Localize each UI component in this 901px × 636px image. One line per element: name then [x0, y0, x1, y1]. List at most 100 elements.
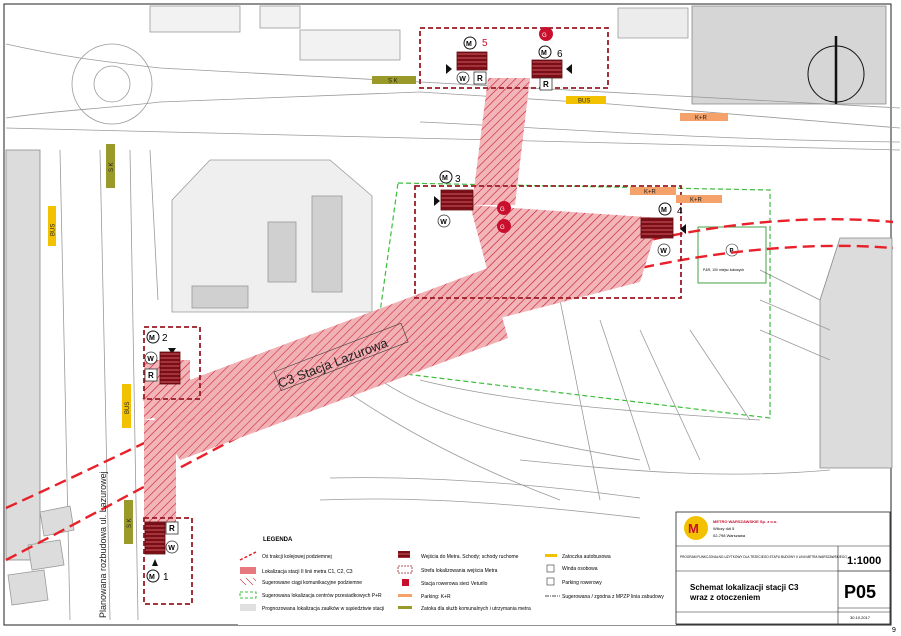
svg-text:Zatoka dla służb komunalnych i: Zatoka dla służb komunalnych i utrzymani… [421, 606, 531, 612]
drawing-code: P05 [844, 582, 876, 602]
street-label: Planowana rozbudowa ul. Lazurowej [98, 471, 108, 618]
svg-text:R: R [477, 74, 483, 83]
svg-text:M: M [442, 175, 448, 182]
svg-text:K+R: K+R [690, 198, 703, 204]
svg-text:METRO WARSZAWSKIE Sp. z o.o.: METRO WARSZAWSKIE Sp. z o.o. [713, 519, 777, 524]
entrance-zone-mid [414, 185, 682, 299]
svg-text:M: M [466, 41, 472, 48]
svg-text:M: M [688, 521, 699, 536]
tag-sk-left: S K [106, 144, 115, 188]
building [267, 221, 297, 283]
building [691, 5, 887, 105]
svg-text:K+R: K+R [695, 116, 708, 122]
pr-note: P&R, 100 miejsc kołowych [703, 268, 744, 272]
svg-text:BUS: BUS [125, 402, 131, 414]
svg-text:Sugerowane ciągi komunikacyjne: Sugerowane ciągi komunikacyjne podziemne [262, 580, 362, 586]
legend-passage-swatch [240, 578, 256, 585]
drawing-title-2: wraz z otoczeniem [689, 593, 760, 602]
svg-text:Sugerowana lokalizacja centrów: Sugerowana lokalizacja centrów przesiadk… [262, 593, 382, 599]
legend-kr-swatch [398, 594, 412, 597]
svg-text:Prognozowana lokalizacja zaułk: Prognozowana lokalizacja zaułków w sąsie… [262, 606, 384, 612]
entrance-zone-top [419, 27, 609, 89]
svg-text:02-798 Warszawa: 02-798 Warszawa [713, 533, 746, 538]
legend-bike-icon [546, 577, 555, 586]
entrance-3[interactable]: M 3 W [434, 170, 474, 228]
entrance-2[interactable]: M 2 W R [144, 330, 181, 385]
tag-bus-left: BUS [48, 206, 57, 246]
tag-kr-mid2: K+R [676, 195, 722, 204]
svg-text:S K: S K [109, 162, 115, 172]
veturilo-station: G G G [497, 27, 553, 233]
metro-logo-icon: M [684, 516, 708, 540]
legend-building-swatch [240, 604, 256, 611]
svg-text:K+R: K+R [644, 190, 657, 196]
svg-text:Oś trakcji kolejowej podziemne: Oś trakcji kolejowej podziemnej [262, 554, 332, 560]
passage-north [472, 78, 530, 205]
svg-text:R: R [148, 371, 154, 380]
svg-text:R: R [543, 80, 549, 89]
tag-bus-top: BUS [566, 96, 606, 105]
svg-text:M: M [149, 574, 155, 581]
legend-pr-swatch [239, 591, 257, 599]
drawing-date: 30.10.2017 [850, 615, 871, 620]
svg-text:5: 5 [482, 38, 488, 49]
svg-text:M: M [661, 207, 667, 214]
page-corner-number: 9 [892, 627, 896, 634]
tag-kr-top: K+R [680, 113, 728, 122]
svg-text:Parking: K+R: Parking: K+R [421, 594, 451, 600]
title-block: M METRO WARSZAWSKIE Sp. z o.o. Wilczy dó… [675, 511, 891, 625]
svg-text:Wejścia do Metra. Schody; scho: Wejścia do Metra. Schody; schody ruchome [421, 554, 519, 560]
svg-text:M: M [541, 50, 547, 57]
entrance-zone-bottom [143, 517, 193, 605]
building [819, 237, 893, 469]
svg-text:G: G [500, 225, 505, 231]
building [5, 149, 41, 561]
building [617, 7, 689, 39]
passage-east [470, 205, 660, 318]
roundabout [71, 43, 153, 125]
legend-entrance-icon [398, 551, 410, 558]
svg-text:BUS: BUS [578, 99, 590, 105]
svg-text:W: W [147, 356, 154, 363]
passage-south [144, 420, 176, 528]
svg-text:W: W [660, 248, 667, 255]
svg-text:W: W [168, 545, 175, 552]
svg-text:Parking rowerowy: Parking rowerowy [562, 580, 602, 586]
svg-text:S K: S K [388, 79, 398, 85]
legend-station-swatch [240, 567, 256, 574]
tag-sk-left2: S K [124, 500, 133, 544]
svg-text:Strefa lokalizowania wejścia M: Strefa lokalizowania wejścia Metra [421, 568, 498, 574]
legend-rail-icon [239, 551, 257, 561]
svg-text:W: W [459, 76, 466, 83]
svg-text:G: G [542, 33, 547, 39]
svg-text:Zatoczka autobusowa: Zatoczka autobusowa [562, 554, 611, 560]
tag-bus-left2: BUS [122, 384, 131, 428]
drawing-title-1: Schemat lokalizacji stacji C3 [690, 583, 799, 592]
svg-text:4: 4 [677, 206, 683, 217]
building [191, 285, 249, 309]
svg-text:G: G [500, 207, 505, 213]
entrance-1[interactable]: R W M 1 [144, 521, 179, 583]
entrance-zone-left [143, 326, 201, 400]
entrance-6[interactable]: M 6 R [531, 45, 572, 91]
svg-text:Sugerowana / zgodna z MPZP lin: Sugerowana / zgodna z MPZP linia zabudow… [562, 594, 664, 600]
station-hatch [142, 268, 508, 460]
svg-text:Lokalizacja stacji II linii me: Lokalizacja stacji II linii metra C1, C2… [262, 569, 353, 575]
legend-veturilo-icon [402, 579, 409, 586]
legend-lift-icon [546, 564, 555, 573]
entrance-5[interactable]: M 5 W R [446, 36, 488, 85]
entrance-4[interactable]: M 4 W [640, 202, 686, 257]
legend: LEGENDA Oś trakcji kolejowej podziemnej … [238, 530, 676, 625]
svg-text:2: 2 [162, 333, 168, 344]
svg-text:W: W [440, 219, 447, 226]
base-map [5, 5, 901, 621]
program-line: PROGRAM FUNKCJONALNO-UŻYTKOWY DLA TRZECI… [680, 554, 847, 559]
svg-text:Stacja rowerowa sieci Veturilo: Stacja rowerowa sieci Veturilo [421, 581, 488, 587]
building [311, 195, 343, 293]
svg-text:Winda osobowa: Winda osobowa [562, 566, 598, 572]
tag-sk-top: S K [372, 76, 416, 85]
svg-text:M: M [149, 335, 155, 342]
svg-text:3: 3 [455, 174, 461, 185]
pr-parking-box [697, 226, 767, 284]
